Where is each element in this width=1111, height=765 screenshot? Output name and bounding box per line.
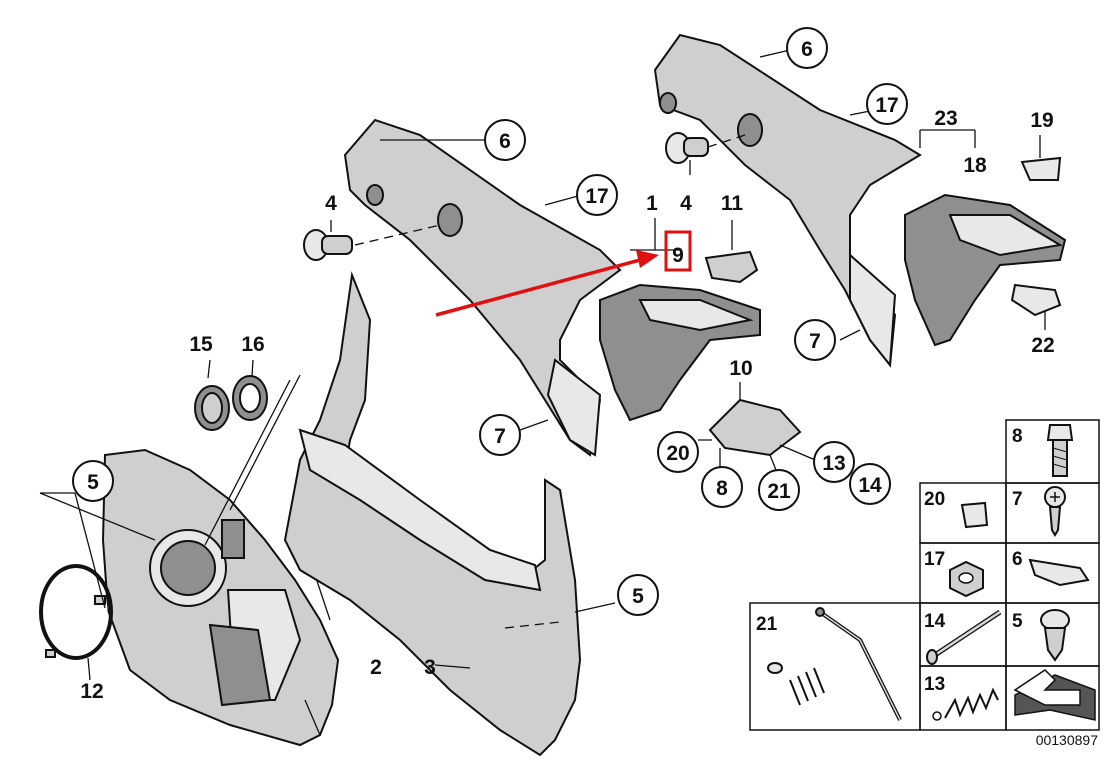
cover-part-10: [698, 382, 821, 471]
cap-icon: [960, 501, 989, 529]
nut-icon: [949, 560, 984, 598]
mid-side-panel-part: [343, 118, 622, 457]
callout-16: 16: [241, 333, 264, 356]
callout-4a: 4: [325, 192, 337, 215]
legend-label-6: 6: [1012, 549, 1023, 570]
callout-3: 3: [424, 656, 436, 679]
cap-part-11: [704, 220, 759, 284]
callout-7b: 7: [809, 330, 821, 353]
legend-label-17: 17: [924, 549, 945, 570]
direction-arrow-icon: [1013, 669, 1096, 721]
callout-19: 19: [1030, 109, 1053, 132]
wheel-arch-cover-part: [101, 448, 340, 747]
grommet-parts: [194, 359, 268, 431]
callout-10: 10: [729, 357, 752, 380]
legend-grid: 8 20 7 17 6 21 14 5 13: [749, 419, 1100, 748]
callout-20: 20: [666, 442, 689, 465]
clip-icon: [1028, 558, 1090, 587]
callout-5b: 5: [632, 585, 644, 608]
callout-9: 9: [672, 244, 684, 267]
diagram-code: 00130897: [1036, 732, 1099, 748]
rivet-icon: [1040, 609, 1070, 662]
callout-18: 18: [963, 154, 987, 177]
screw-icon: [1044, 486, 1066, 537]
inner-bracket-part: [599, 218, 761, 422]
right-side-panel-part: [653, 33, 1067, 368]
callout-1: 1: [646, 192, 658, 215]
callout-15: 15: [189, 333, 213, 356]
clip-part-left: [303, 220, 441, 261]
callout-17b: 17: [875, 94, 898, 117]
callout-6a: 6: [499, 130, 511, 153]
legend-label-14: 14: [924, 611, 946, 632]
highlight-box: [664, 230, 692, 272]
callout-23: 23: [934, 107, 957, 130]
callout-22: 22: [1031, 334, 1054, 357]
bolt-icon: [1046, 424, 1074, 477]
callout-7a: 7: [494, 425, 506, 448]
legend-label-5: 5: [1012, 611, 1023, 632]
legend-label-13: 13: [924, 674, 945, 695]
cable-rod-icon: [767, 607, 902, 721]
callout-17a: 17: [585, 185, 608, 208]
callout-21: 21: [767, 480, 791, 503]
spring-icon: [932, 687, 999, 721]
legend-label-20: 20: [924, 489, 945, 510]
callout-12: 12: [80, 680, 103, 703]
pin-icon: [926, 609, 1002, 665]
callout-5: 5: [87, 471, 99, 494]
callout-labels: 5 12 15 16 2 3 5 4 6 17 1 9 4 11 7 10 20…: [39, 27, 1055, 703]
callout-4b: 4: [680, 192, 692, 215]
legend-label-21: 21: [756, 614, 778, 635]
callout-8: 8: [716, 477, 728, 500]
callout-11: 11: [721, 192, 744, 215]
legend-label-8: 8: [1012, 426, 1023, 447]
callout-2: 2: [370, 656, 382, 679]
highlight-arrow: [435, 250, 659, 317]
callout-6b: 6: [801, 38, 813, 61]
callout-13: 13: [822, 452, 845, 475]
callout-14: 14: [858, 474, 882, 497]
legend-label-7: 7: [1012, 489, 1023, 510]
ring-gasket-part: [39, 564, 113, 681]
fender-part: [204, 271, 616, 757]
